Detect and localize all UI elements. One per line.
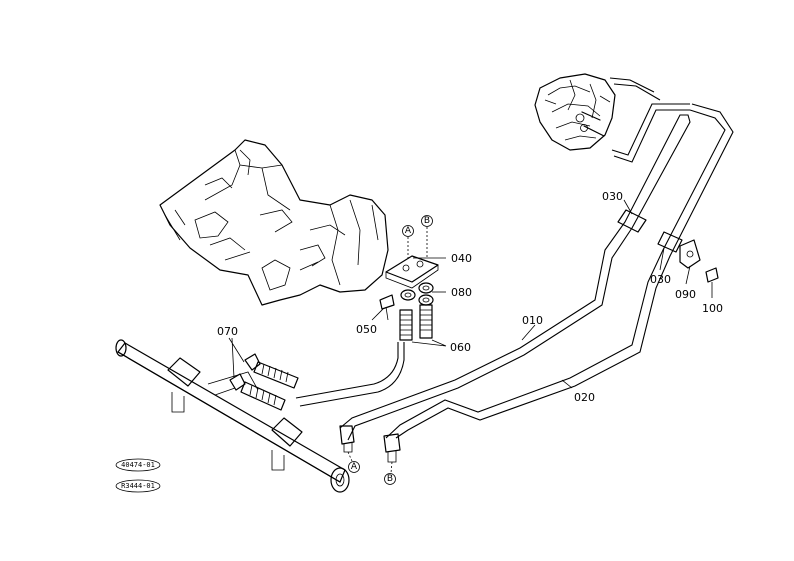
part-label-070: 070 [217,325,238,338]
catalogue-stamp-1: 40474-01 [115,458,161,472]
part-label-080: 080 [451,286,472,299]
connector-a-bottom-label: A [351,462,358,472]
sleeve-030-upper [617,209,647,233]
connector-b-bottom-label: B [387,474,393,484]
nuts-080 [400,282,434,306]
hydraulic-cylinder [115,339,350,493]
connector-a-top-label: A [405,226,412,236]
connector-b-bottom: B [384,461,396,485]
part-label-020: 020 [574,391,595,404]
part-label-050: 050 [356,323,377,336]
part-label-100: 100 [702,302,723,315]
stamp-code-2: R3444-01 [121,482,155,490]
part-label-090: 090 [675,288,696,301]
pipe-end-fitting-a [339,425,355,453]
clamp-090 [679,239,701,269]
connector-a-top: A [402,225,414,260]
sleeve-030-lower [657,231,683,253]
stamp-code-1: 40474-01 [121,461,155,469]
part-label-030-upper: 030 [602,190,623,203]
valve-assembly [534,73,616,151]
bolt-100 [705,267,719,292]
part-label-040: 040 [451,252,472,265]
pipe-010 [295,114,691,441]
connector-b-top-label: B [424,216,430,226]
part-label-010: 010 [522,314,543,327]
leader-lines [228,199,713,389]
catalogue-stamp-2: R3444-01 [115,479,161,493]
bolt-050 [379,294,395,321]
part-label-030-lower: 030 [650,273,671,286]
fittings-060 [399,304,433,341]
pipe-020 [385,77,734,439]
bracket-040 [385,255,439,289]
hose-fitting-070 [240,361,299,411]
connector-b-top: B [421,215,433,258]
connector-a-bottom: A [347,451,360,473]
tractor-frame [159,139,389,306]
part-label-060: 060 [450,341,471,354]
